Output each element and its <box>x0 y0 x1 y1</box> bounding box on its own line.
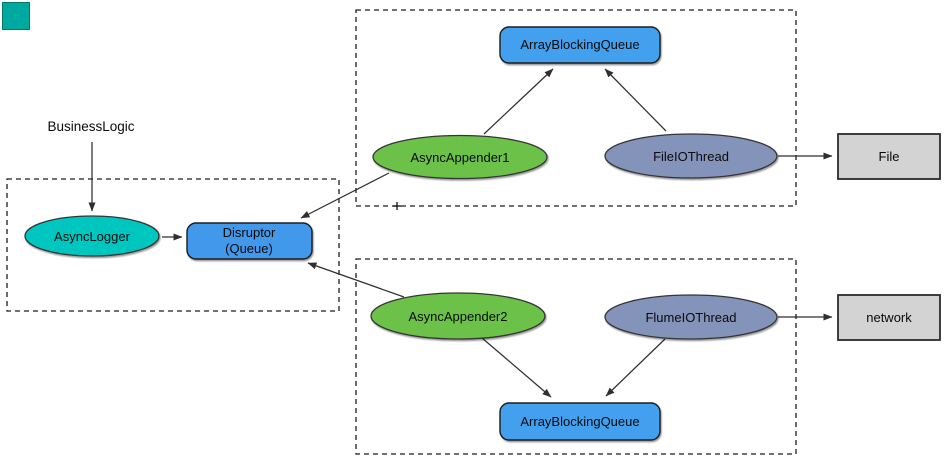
file-rect <box>837 133 941 180</box>
file-io-thread-ellipse <box>604 133 778 179</box>
node-array-blocking-queue-top: ArrayBlockingQueue <box>499 26 661 64</box>
async-appender-1-ellipse <box>372 134 548 180</box>
logger-group-box <box>6 178 340 312</box>
async-appender-2-ellipse <box>370 292 546 340</box>
node-disruptor: Disruptor (Queue) <box>186 222 313 260</box>
flume-appender-group-box <box>355 258 797 455</box>
async-logger-label: AsyncLogger <box>54 229 131 244</box>
array-blocking-queue-top-label: ArrayBlockingQueue <box>520 37 639 52</box>
network-rect <box>837 294 941 341</box>
arrow-asyncappender2-to-disruptor <box>307 262 405 298</box>
disruptor-label-line2: (Queue) <box>225 241 273 256</box>
business-logic-label: BusinessLogic <box>47 119 134 134</box>
disruptor-rect <box>186 222 313 260</box>
arrow-fileiothread-to-queue-top <box>604 68 667 132</box>
async-appender-1-label: AsyncAppender1 <box>410 150 509 165</box>
node-async-appender-2: AsyncAppender2 <box>370 292 546 340</box>
network-label: network <box>866 310 912 325</box>
file-appender-group-box <box>355 9 797 207</box>
flume-io-thread-ellipse <box>604 294 778 340</box>
arrow-asyncappender2-to-queue-bottom <box>481 337 552 398</box>
flume-io-thread-label: FlumeIOThread <box>645 310 736 325</box>
file-io-thread-label: FileIOThread <box>653 149 729 164</box>
array-blocking-queue-top-rect <box>499 26 661 64</box>
plus-mark <box>393 202 401 210</box>
node-async-logger: AsyncLogger <box>24 215 160 257</box>
corner-chip <box>2 2 30 30</box>
node-file: File <box>837 133 941 180</box>
node-async-appender-1: AsyncAppender1 <box>372 134 548 180</box>
arrow-asyncappender1-to-disruptor <box>300 172 390 219</box>
node-network: network <box>837 294 941 341</box>
array-blocking-queue-bottom-label: ArrayBlockingQueue <box>520 414 639 429</box>
node-flume-io-thread: FlumeIOThread <box>604 294 778 340</box>
node-file-io-thread: FileIOThread <box>604 133 778 179</box>
arrow-asyncappender1-to-queue-top <box>483 68 554 135</box>
array-blocking-queue-bottom-rect <box>499 402 661 441</box>
async-logger-ellipse <box>24 215 160 257</box>
file-label: File <box>879 149 900 164</box>
node-array-blocking-queue-bottom: ArrayBlockingQueue <box>499 402 661 441</box>
edges <box>88 68 833 398</box>
disruptor-label-line1: Disruptor <box>223 225 276 240</box>
async-appender-2-label: AsyncAppender2 <box>408 309 507 324</box>
arrow-flumeiothread-to-queue-bottom <box>605 338 666 397</box>
